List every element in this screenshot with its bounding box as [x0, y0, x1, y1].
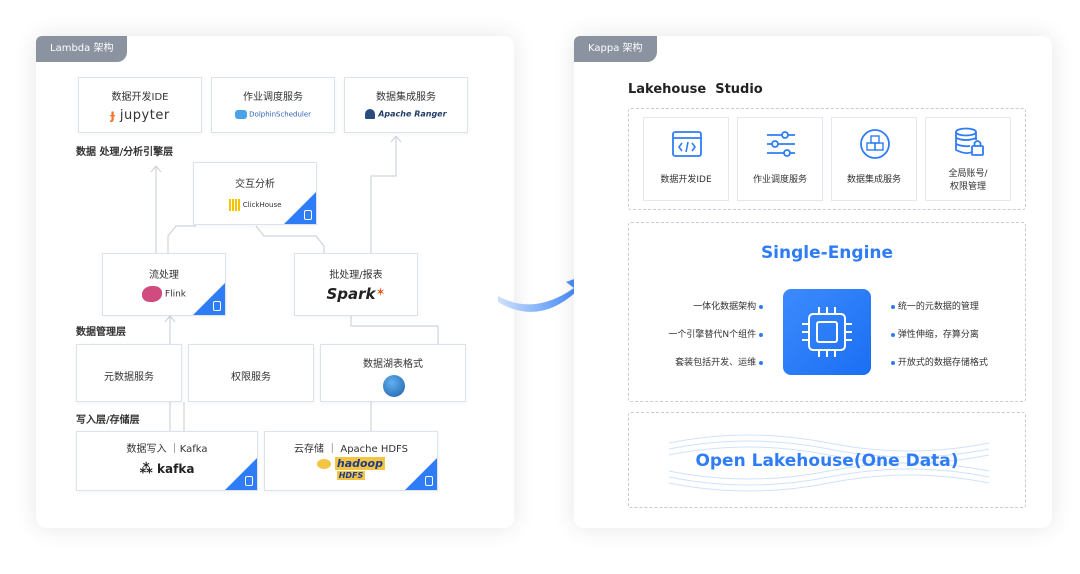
box-stream[interactable]: 流处理 Flink: [102, 253, 226, 316]
sliders-icon: [767, 131, 795, 157]
studio-title: Lakehouse Studio: [628, 82, 763, 97]
box-lake-format[interactable]: 数据湖表格式: [320, 344, 466, 402]
studio-card-integration[interactable]: 数据集成服务: [831, 117, 917, 201]
box-integration[interactable]: 数据集成服务 Apache Ranger: [344, 77, 468, 133]
clickhouse-icon: [228, 199, 241, 211]
engine-group: Single-Engine 一体化数据架构 一个引擎替代N个组件 套装包括开发、…: [628, 222, 1026, 402]
lambda-panel: Lambda 架构 数据开发IDE ɟ jupyter 作业调度服务 Dolph…: [36, 36, 514, 528]
left-feature-3: 套装包括开发、运维: [675, 355, 763, 368]
layer-management: 数据管理层: [76, 327, 126, 338]
box-scheduler[interactable]: 作业调度服务 DolphinScheduler: [211, 77, 335, 133]
ranger-icon: [365, 109, 376, 119]
box-permission-title: 权限服务: [231, 372, 271, 383]
open-lakehouse-title: Open Lakehouse(One Data): [695, 451, 959, 471]
studio-group: 数据开发IDE 作业调度服务 数据集成服务: [628, 108, 1026, 210]
dolphinscheduler-logo: DolphinScheduler: [212, 110, 334, 119]
studio-card-ide-label: 数据开发IDE: [660, 175, 712, 185]
right-feature-3: 开放式的数据存储格式: [891, 355, 988, 368]
database-icon: [304, 210, 312, 220]
box-permission[interactable]: 权限服务: [188, 344, 314, 402]
left-feature-2: 一个引擎替代N个组件: [668, 327, 763, 340]
lambda-tag: Lambda 架构: [36, 36, 128, 62]
box-kafka[interactable]: 数据写入 ｜Kafka ⁂ kafka: [76, 431, 258, 491]
box-ide-title: 数据开发IDE: [111, 92, 169, 103]
box-hdfs-title: 云存储 ｜ Apache HDFS: [294, 444, 408, 455]
database-icon: [213, 301, 221, 311]
studio-card-account-label: 全局账号/权限管理: [948, 169, 988, 192]
clickhouse-logo: ClickHouse: [194, 199, 316, 211]
database-icon: [245, 476, 253, 486]
layer-processing: 数据 处理/分析引擎层: [76, 147, 174, 158]
box-batch[interactable]: 批处理/报表 Spark✶: [294, 253, 418, 316]
jupyter-logo: ɟ jupyter: [110, 108, 170, 123]
spark-logo: Spark✶: [326, 285, 386, 303]
studio-card-integration-label: 数据集成服务: [846, 175, 901, 185]
engine-title: Single-Engine: [760, 243, 894, 263]
kafka-icon: ⁂: [139, 462, 153, 477]
chip-icon: [783, 289, 871, 375]
hadoop-elephant-icon: [317, 459, 332, 469]
box-batch-title: 批处理/报表: [329, 270, 383, 281]
open-lakehouse-group: Open Lakehouse(One Data): [628, 412, 1026, 508]
box-scheduler-title: 作业调度服务: [243, 92, 303, 103]
lake-format-icon: [383, 375, 405, 397]
box-stream-title: 流处理: [149, 270, 179, 281]
kappa-tag: Kappa 架构: [574, 36, 657, 62]
box-metadata[interactable]: 元数据服务: [76, 344, 182, 402]
corner-badge: [284, 192, 316, 224]
kafka-logo: ⁂ kafka: [139, 462, 195, 477]
layer-storage: 写入层/存储层: [76, 415, 140, 426]
corner-badge: [405, 458, 437, 490]
corner-badge: [193, 283, 225, 315]
right-feature-2: 弹性伸缩，存算分离: [891, 327, 979, 340]
flink-icon: [142, 286, 163, 302]
studio-card-ide[interactable]: 数据开发IDE: [643, 117, 729, 201]
studio-card-account[interactable]: 全局账号/权限管理: [925, 117, 1011, 201]
box-interactive-title: 交互分析: [235, 179, 275, 190]
kappa-panel: Kappa 架构 Lakehouse Studio 数据开发IDE 作业调度服务: [574, 36, 1052, 528]
database-icon: [425, 476, 433, 486]
wave-decoration: [668, 434, 990, 492]
box-interactive[interactable]: 交互分析 ClickHouse: [193, 162, 317, 225]
dolphin-icon: [234, 110, 247, 119]
cubes-icon: [860, 129, 890, 159]
box-metadata-title: 元数据服务: [104, 372, 154, 383]
spark-star-icon: ✶: [375, 285, 386, 299]
hadoop-logo: hadoop HDFS: [265, 457, 437, 481]
studio-card-scheduler-label: 作业调度服务: [752, 175, 807, 185]
studio-card-scheduler[interactable]: 作业调度服务: [737, 117, 823, 201]
box-lake-format-title: 数据湖表格式: [363, 359, 423, 370]
corner-badge: [225, 458, 257, 490]
box-ide[interactable]: 数据开发IDE ɟ jupyter: [78, 77, 202, 133]
right-feature-1: 统一的元数据的管理: [891, 299, 979, 312]
code-window-icon: [672, 131, 702, 157]
flink-logo: Flink: [103, 286, 225, 302]
jupyter-icon: ɟ: [110, 108, 116, 123]
box-kafka-title: 数据写入 ｜Kafka: [126, 444, 208, 455]
left-feature-1: 一体化数据架构: [693, 299, 763, 312]
ranger-logo: Apache Ranger: [345, 109, 467, 119]
database-lock-icon: [955, 127, 984, 156]
box-integration-title: 数据集成服务: [376, 92, 436, 103]
box-hdfs[interactable]: 云存储 ｜ Apache HDFS hadoop HDFS: [264, 431, 438, 491]
